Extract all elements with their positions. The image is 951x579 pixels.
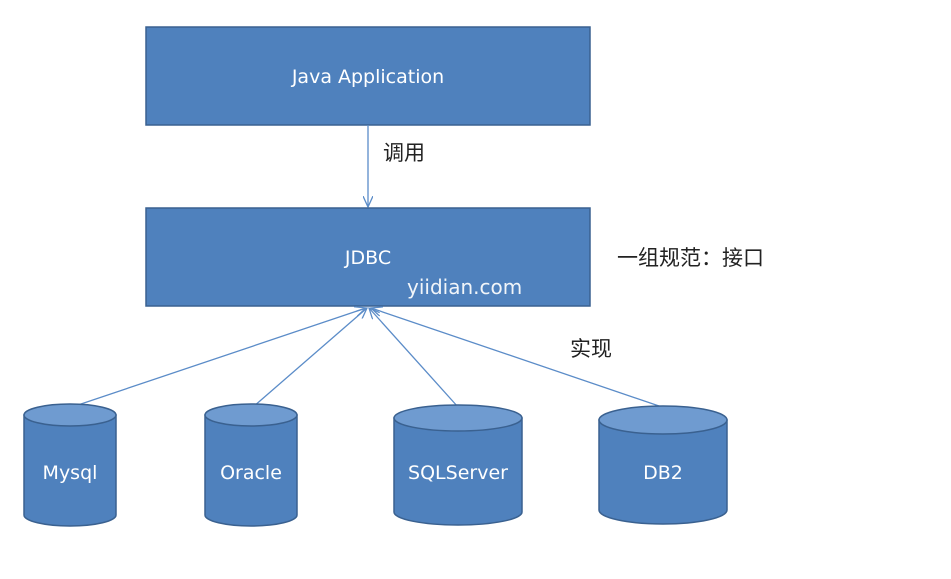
database-label-mysql: Mysql [43, 462, 98, 484]
call-label: 调用 [383, 141, 425, 165]
arrow-mysql [71, 308, 366, 408]
database-label-db2: DB2 [643, 462, 683, 484]
spec-label: 一组规范：接口 [617, 246, 764, 270]
database-mysql: Mysql [23, 403, 117, 527]
arrow-oracle [252, 308, 367, 408]
java-application-box: Java Application [145, 26, 591, 126]
database-label-oracle: Oracle [220, 462, 282, 484]
arrow-db2 [371, 308, 663, 408]
watermark-text: yiidian.com [407, 275, 522, 299]
jdbc-label: JDBC [344, 247, 391, 269]
database-oracle: Oracle [204, 403, 298, 527]
java-application-label: Java Application [291, 66, 444, 88]
implement-label: 实现 [570, 337, 612, 361]
database-label-sqlserver: SQLServer [408, 462, 508, 484]
implementation-arrows [71, 308, 663, 408]
database-sqlserver: SQLServer [393, 404, 523, 526]
database-db2: DB2 [598, 405, 728, 525]
jdbc-box: JDBC yiidian.com [145, 207, 591, 307]
arrow-sqlserver [369, 308, 459, 408]
